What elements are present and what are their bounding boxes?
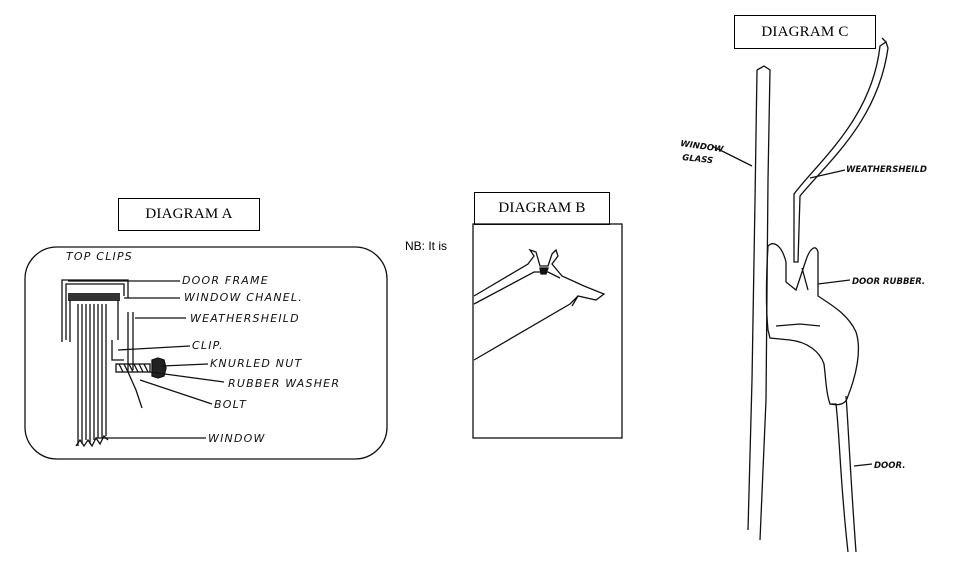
label-bolt: BOLT xyxy=(214,398,247,411)
diagram-b xyxy=(472,223,623,439)
diagram-c-labels: WINDOW GLASS WEATHERSHEILD DOOR RUBBER. … xyxy=(680,139,927,471)
window-glass-lines xyxy=(77,304,107,446)
diagram-a-labels: TOP CLIPS DOOR FRAME WINDOW CHANEL. WEAT… xyxy=(66,250,340,445)
diagram-b-profile xyxy=(473,248,606,361)
label-window-channel: WINDOW CHANEL. xyxy=(184,291,303,304)
diagram-b-frame xyxy=(472,223,623,439)
label-door-frame: DOOR FRAME xyxy=(182,274,269,287)
diagram-b-note: NB: It is xyxy=(405,239,448,253)
label-weathershield-a: WEATHERSHEILD xyxy=(190,312,300,325)
label-window: WINDOW xyxy=(208,432,266,445)
diagram-c-title: DIAGRAM C xyxy=(734,15,876,49)
window-glass-c xyxy=(756,65,771,541)
label-clip: CLIP. xyxy=(192,339,224,352)
label-knurled-nut: KNURLED NUT xyxy=(210,357,302,370)
diagram-a-title: DIAGRAM A xyxy=(118,198,260,231)
diagram-a-frame xyxy=(24,246,388,460)
knurled-nut-shape xyxy=(151,357,167,379)
clip-shape xyxy=(111,340,124,361)
weathershield-shape xyxy=(127,312,143,409)
door-rubber-shape xyxy=(765,243,860,406)
label-top-clips: TOP CLIPS xyxy=(66,250,133,263)
label-weathershield-c: WEATHERSHEILD xyxy=(846,165,927,175)
label-door-rubber: DOOR RUBBER. xyxy=(852,277,925,287)
diagram-a xyxy=(24,246,388,460)
weathershield-c xyxy=(793,40,889,263)
label-door: DOOR. xyxy=(874,461,905,471)
channel-rubber xyxy=(68,293,120,301)
label-rubber-washer: RUBBER WASHER xyxy=(228,377,340,390)
door-frame-shape xyxy=(61,279,129,342)
door-edge xyxy=(830,403,849,553)
label-window-glass-2: GLASS xyxy=(682,153,714,166)
diagram-c xyxy=(711,37,889,553)
